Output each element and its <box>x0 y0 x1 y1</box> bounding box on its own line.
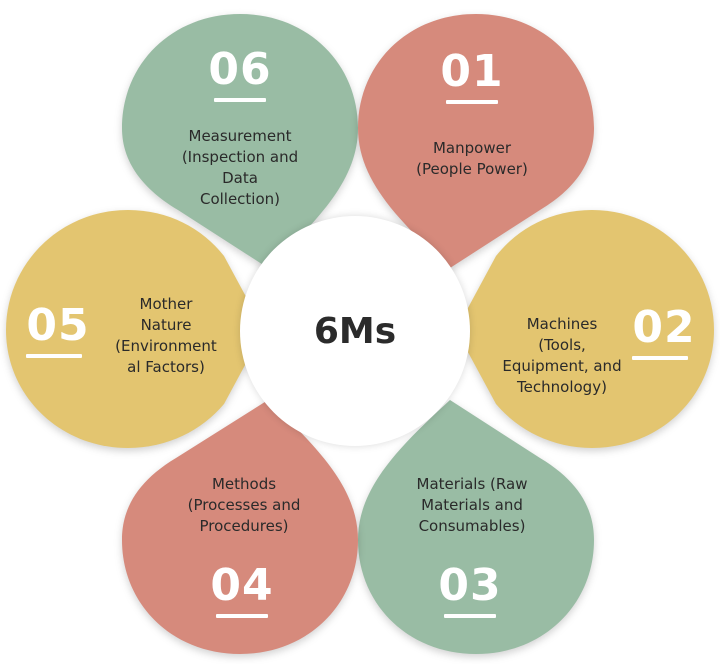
petal-05-label: Mother Nature (Environment al Factors) <box>115 295 217 376</box>
petal-05-number: 05 <box>26 300 90 351</box>
petal-06-underline <box>214 98 266 102</box>
petal-04-shape <box>122 400 358 654</box>
petal-04: Methods (Processes and Procedures) 04 <box>118 396 362 658</box>
petal-04-underline <box>216 614 268 618</box>
petal-02-shape <box>456 210 714 448</box>
petal-02-number: 02 <box>632 302 696 353</box>
petal-05-shape <box>6 210 264 448</box>
petal-04-label: Methods (Processes and Procedures) <box>187 475 301 535</box>
petal-01-label: Manpower (People Power) <box>416 139 528 178</box>
petal-01-underline <box>446 100 498 104</box>
petal-01: 01 Manpower (People Power) <box>354 10 598 272</box>
petal-06-label: Measurement (Inspection and Data Collect… <box>181 127 299 208</box>
petal-01-number: 01 <box>440 46 504 97</box>
petal-06-shape <box>122 14 358 268</box>
petal-03-label: Materials (Raw Materials and Consumables… <box>416 475 528 535</box>
petal-01-shape <box>358 14 594 268</box>
petal-03-underline <box>444 614 496 618</box>
petal-04-number: 04 <box>210 560 274 611</box>
petal-05: 05 Mother Nature (Environment al Factors… <box>0 206 268 452</box>
petal-03: Materials (Raw Materials and Consumables… <box>354 396 598 658</box>
petal-03-number: 03 <box>438 560 502 611</box>
petal-06-number: 06 <box>208 44 272 95</box>
petal-06: 06 Measurement (Inspection and Data Coll… <box>118 10 362 272</box>
petal-02-underline <box>632 356 688 360</box>
petal-02: 02 Machines (Tools, Equipment, and Techn… <box>452 206 720 452</box>
center-title: 6Ms <box>313 310 397 352</box>
center-circle: 6Ms <box>240 216 470 446</box>
petal-03-shape <box>358 400 594 654</box>
petal-05-underline <box>26 354 82 358</box>
petal-02-label: Machines (Tools, Equipment, and Technolo… <box>502 315 622 396</box>
